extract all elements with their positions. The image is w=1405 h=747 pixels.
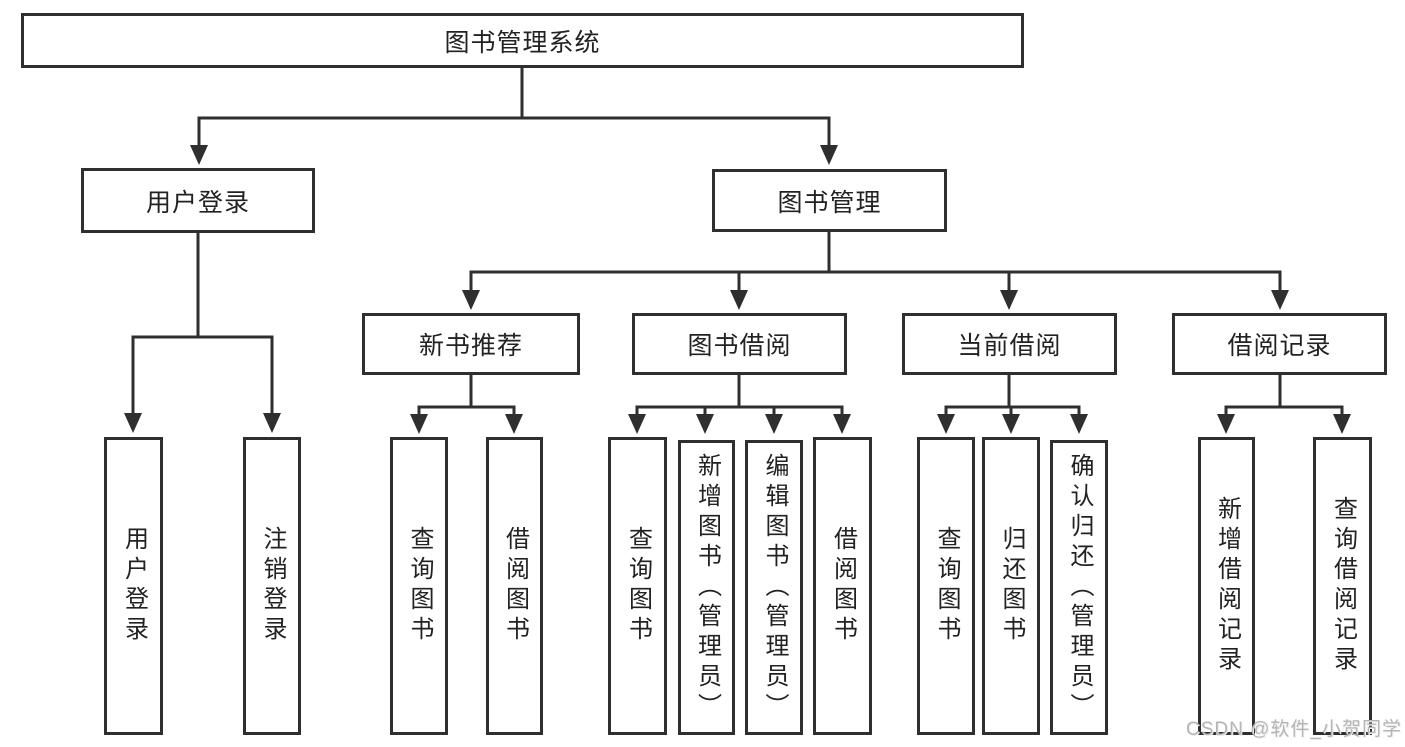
leaf-borrow-book: 借阅图书 — [813, 437, 872, 735]
edge-records-split — [1224, 373, 1344, 418]
node-book-manage: 图书管理 — [712, 169, 947, 232]
node-book-borrow: 图书借阅 — [632, 313, 847, 375]
arrow-icon — [765, 414, 783, 434]
edge-recommend-split — [417, 373, 516, 418]
node-current-borrow: 当前借阅 — [902, 313, 1117, 375]
arrow-icon — [1271, 290, 1289, 310]
leaf-edit-book-admin: 编辑图书（管理员） — [745, 440, 803, 735]
arrow-icon — [1217, 414, 1235, 434]
leaf-add-book-admin: 新增图书（管理员） — [678, 440, 735, 735]
arrow-icon — [190, 145, 208, 165]
edge-borrow-split — [635, 373, 844, 418]
leaf-query-borrow-record: 查询借阅记录 — [1313, 437, 1372, 735]
arrow-icon — [1002, 414, 1020, 434]
node-user-login: 用户登录 — [81, 168, 315, 233]
edge-manage-split — [469, 230, 1282, 294]
leaf-confirm-return-admin: 确认归还（管理员） — [1050, 440, 1108, 735]
csdn-watermark: CSDN @软件_小贺同学 — [1186, 719, 1402, 740]
edge-login-split — [131, 231, 274, 417]
arrow-icon — [937, 414, 955, 434]
arrow-icon — [1333, 414, 1351, 434]
arrow-icon — [124, 413, 142, 433]
arrow-icon — [1000, 290, 1018, 310]
leaf-return-book: 归还图书 — [982, 437, 1040, 735]
leaf-logout-login: 注销登录 — [243, 437, 301, 735]
leaf-user-login: 用户登录 — [104, 437, 163, 735]
arrow-icon — [820, 145, 838, 165]
arrow-icon — [410, 414, 428, 434]
leaf-borrow-book-recommend: 借阅图书 — [486, 437, 543, 735]
arrow-icon — [462, 290, 480, 310]
edge-root-split — [197, 66, 831, 149]
node-borrow-records: 借阅记录 — [1172, 313, 1387, 375]
arrow-icon — [696, 414, 714, 434]
leaf-query-book-recommend: 查询图书 — [390, 437, 448, 735]
arrow-icon — [1070, 414, 1088, 434]
arrow-icon — [628, 414, 646, 434]
node-new-book-recommend: 新书推荐 — [362, 313, 580, 375]
arrow-icon — [505, 414, 523, 434]
arrow-icon — [833, 414, 851, 434]
node-root: 图书管理系统 — [21, 13, 1024, 68]
leaf-add-borrow-record: 新增借阅记录 — [1198, 437, 1255, 735]
edge-current-split — [944, 373, 1081, 418]
arrow-icon — [730, 290, 748, 310]
leaf-query-book-current: 查询图书 — [917, 437, 975, 735]
arrow-icon — [263, 413, 281, 433]
leaf-query-book-borrow: 查询图书 — [608, 437, 667, 735]
